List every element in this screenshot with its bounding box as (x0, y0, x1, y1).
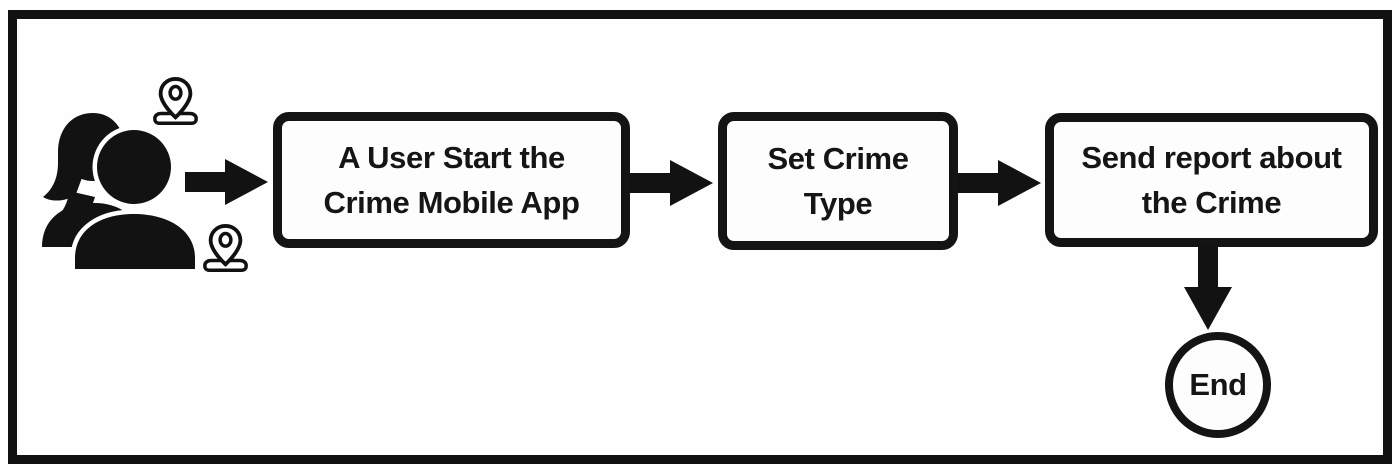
process-node-label: Crime Mobile App (323, 185, 580, 220)
process-node-set-crime-type: Set Crime Type (718, 112, 958, 250)
process-node-label: the Crime (1141, 185, 1282, 220)
process-node-label: Type (803, 186, 873, 221)
end-node-label: End (1189, 367, 1247, 402)
arrow-right-icon-3 (958, 160, 1041, 206)
process-node-send-report: Send report about the Crime (1045, 113, 1378, 247)
process-node-start-app: A User Start the Crime Mobile App (273, 112, 630, 248)
users-icon (42, 113, 199, 269)
arrow-right-icon-2 (630, 160, 713, 206)
location-pin-icon-top (153, 77, 198, 125)
location-pin-icon-bottom (203, 224, 248, 272)
arrow-right-icon-1 (185, 159, 268, 205)
end-node: End (1165, 332, 1271, 438)
process-node-label: Set Crime (767, 141, 909, 176)
process-node-label: Send report about (1081, 140, 1342, 175)
process-node-label: A User Start the (338, 140, 565, 175)
arrow-down-icon (1184, 245, 1232, 330)
